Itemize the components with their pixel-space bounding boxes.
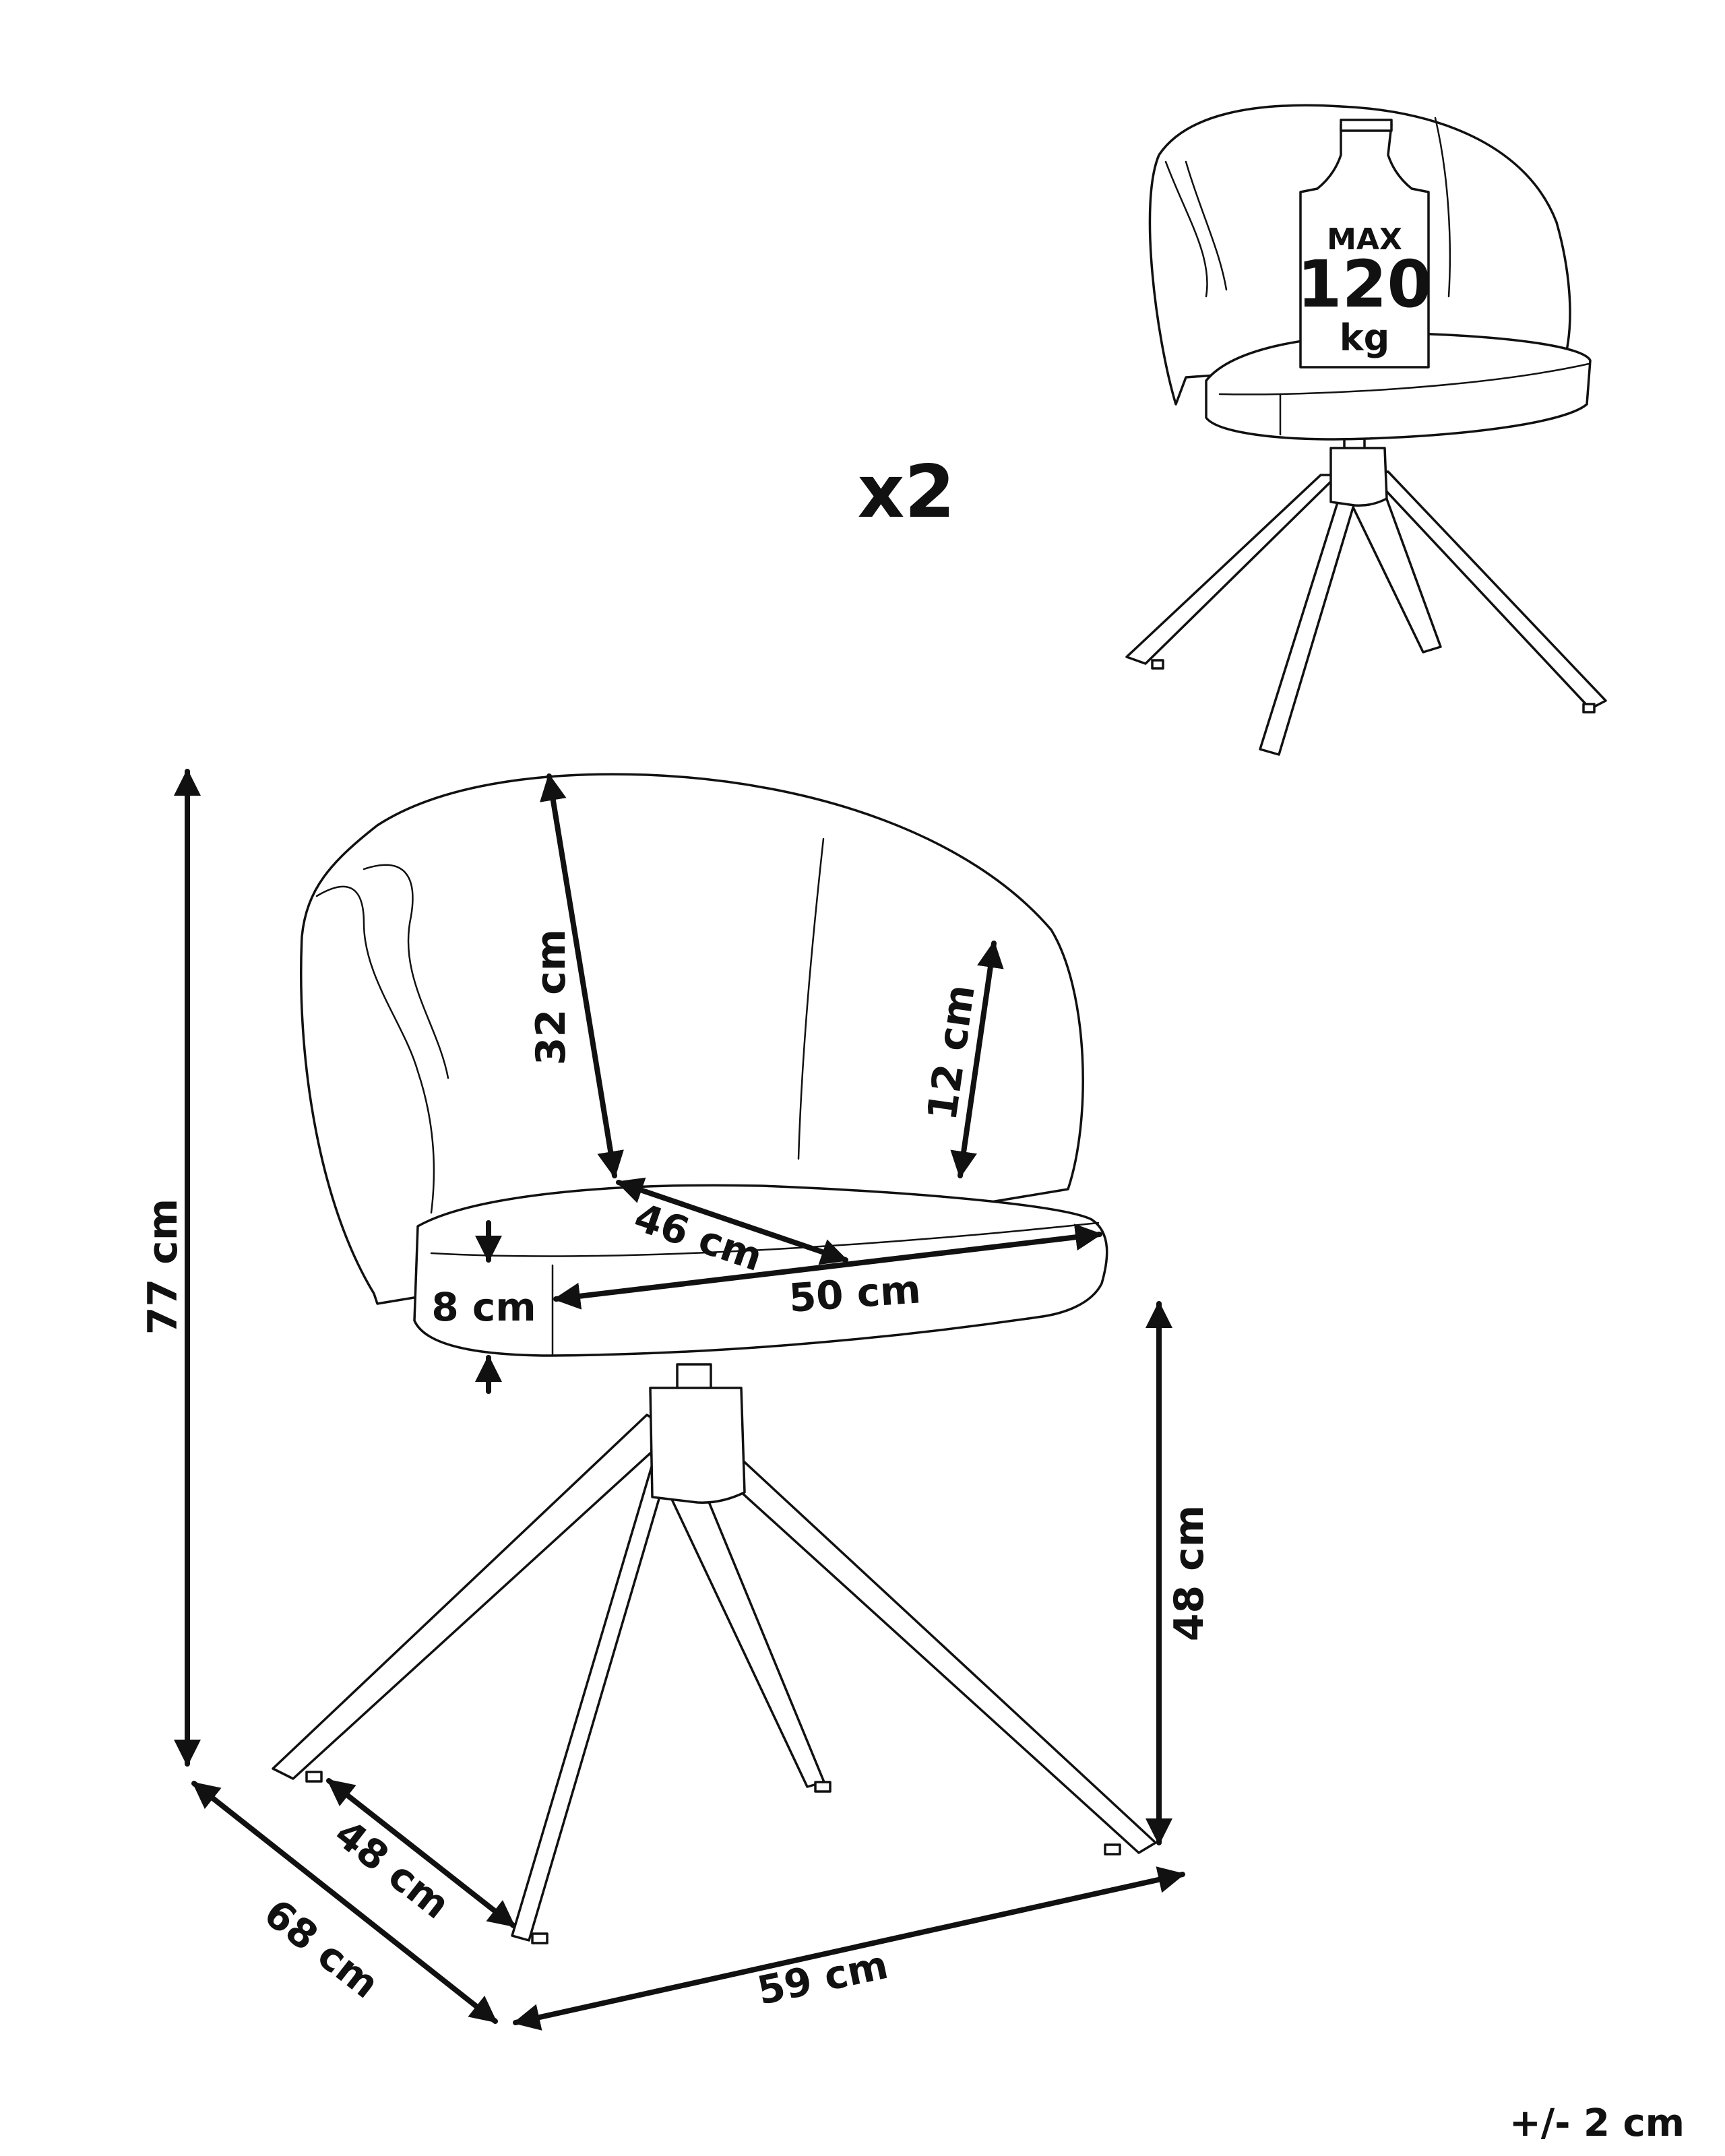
backrest-height-label: 32 cm (528, 929, 575, 1065)
main-chair-legs (272, 1414, 1157, 1944)
quantity-label: x2 (858, 450, 955, 534)
max-load-value: 120 (1297, 247, 1432, 322)
depth-label: 68 cm (255, 1890, 387, 2007)
max-load-label: MAX (1327, 222, 1402, 257)
total-height-label: 77 cm (139, 1199, 187, 1335)
seat-thickness-label: 8 cm (431, 1284, 536, 1330)
backrest-height-arrow (540, 773, 624, 1178)
main-chair-drawing (272, 773, 1157, 1944)
main-chair-backrest (300, 773, 1084, 1305)
small-chair-legs (1125, 470, 1607, 756)
seat-width-arrow (553, 1224, 1102, 1310)
weight-icon: MAX 120 kg (1297, 119, 1432, 369)
seat-height-label: 48 cm (1166, 1505, 1213, 1641)
armrest-height-arrow (950, 941, 1004, 1178)
max-load-unit: kg (1340, 317, 1390, 359)
main-chair-hub (649, 1363, 746, 1504)
dimension-arrows (174, 769, 1185, 2031)
seat-width-label: 50 cm (788, 1266, 922, 1321)
main-chair-seat (413, 1184, 1108, 1357)
depth-arrow (191, 1781, 498, 2024)
tolerance-label: +/- 2 cm (1509, 2101, 1685, 2145)
width-arrow (513, 1866, 1185, 2031)
small-chair-drawing: MAX 120 kg (1125, 104, 1607, 756)
small-chair-hub (1329, 430, 1388, 507)
